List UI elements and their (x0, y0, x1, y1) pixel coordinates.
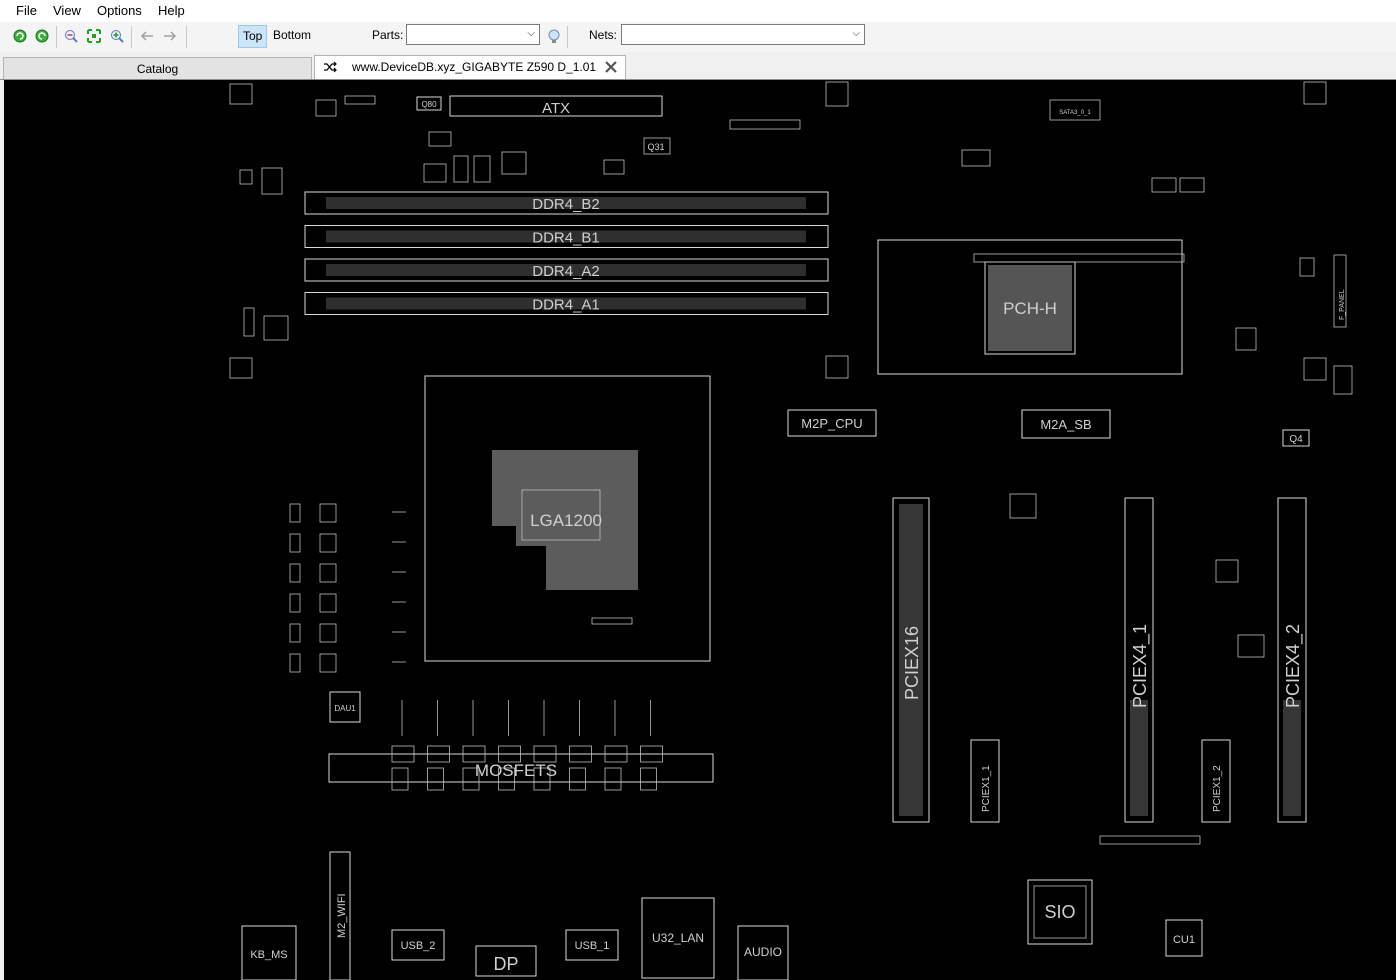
svg-text:F_PANEL: F_PANEL (1339, 289, 1346, 320)
cpu-label: LGA1200 (530, 511, 602, 530)
m2a-sb-slot (1021, 409, 1111, 439)
menu-options[interactable]: Options (97, 3, 142, 18)
tab-strip: Catalog www.DeviceDB.xyz_GIGABYTE Z590 D… (0, 55, 1396, 80)
tab-board-label: www.DeviceDB.xyz_GIGABYTE Z590 D_1.01 (352, 60, 597, 74)
sio-chip (1027, 879, 1093, 945)
pcb-layout: ATX Q80 Q31 SATA3_0_1 DDR4_B2DDR4_B1DDR4… (229, 81, 1353, 980)
pciex4-2-slot (1277, 497, 1307, 823)
svg-text:MOSFETS: MOSFETS (475, 761, 557, 780)
svg-text:PCIEX1_1: PCIEX1_1 (981, 765, 992, 812)
ddr-slot-label: DDR4_A2 (532, 263, 600, 280)
svg-text:M2_WIFI: M2_WIFI (336, 893, 348, 938)
zoom-in-icon[interactable] (108, 27, 126, 45)
svg-text:M2P_CPU: M2P_CPU (801, 416, 862, 431)
pciex1-1-slot (970, 739, 1000, 823)
svg-text:PCIEX4_2: PCIEX4_2 (1283, 624, 1304, 708)
menu-file[interactable]: File (16, 3, 37, 18)
ddr-slot (304, 225, 829, 248)
top-side-button[interactable]: Top (238, 25, 268, 48)
pciex16-slot (892, 497, 930, 823)
mosfet-area (328, 753, 714, 783)
ddr-slot (304, 191, 829, 215)
cpu-socket (424, 375, 711, 662)
tab-catalog-label: Catalog (136, 62, 179, 76)
svg-text:DAU1: DAU1 (334, 704, 356, 713)
ddr-slot-label: DDR4_B1 (532, 230, 600, 247)
shuffle-icon (323, 56, 337, 85)
ddr-slot (304, 292, 829, 315)
tab-board[interactable]: www.DeviceDB.xyz_GIGABYTE Z590 D_1.01 (314, 55, 626, 79)
pch-outline (877, 239, 1183, 375)
bottom-side-button[interactable]: Bottom (273, 28, 312, 42)
svg-text:M2A_SB: M2A_SB (1040, 417, 1091, 432)
pciex4-1-slot (1124, 497, 1154, 823)
ddr-slot (304, 258, 829, 282)
svg-text:SIO: SIO (1044, 902, 1075, 922)
toolbar: Top Bottom Parts: ⌵ Nets: ⌵ (0, 22, 1396, 52)
chevron-down-icon: ⌵ (852, 28, 860, 39)
refresh-green-icon[interactable] (11, 27, 29, 45)
forward-arrow-icon[interactable] (161, 27, 179, 45)
svg-text:PCIEX1_2: PCIEX1_2 (1212, 765, 1223, 812)
ddr-slot-label: DDR4_A1 (532, 297, 600, 314)
parts-combobox[interactable]: ⌵ (406, 24, 540, 45)
svg-text:DP: DP (493, 954, 518, 974)
m2p-cpu-slot (787, 409, 877, 437)
close-icon[interactable] (604, 56, 618, 85)
svg-text:USB_2: USB_2 (401, 940, 436, 952)
menu-help[interactable]: Help (158, 3, 185, 18)
chevron-down-icon: ⌵ (527, 28, 535, 39)
back-arrow-icon[interactable] (138, 27, 156, 45)
svg-text:SATA3_0_1: SATA3_0_1 (1059, 110, 1091, 116)
nets-label: Nets: (589, 28, 618, 42)
svg-text:Q80: Q80 (421, 100, 437, 109)
pch-label: PCH-H (1003, 299, 1057, 318)
tab-catalog[interactable]: Catalog (3, 57, 312, 79)
zoom-out-icon[interactable] (62, 27, 80, 45)
menu-view[interactable]: View (53, 3, 81, 18)
rotate-green-icon[interactable] (33, 27, 51, 45)
parts-label: Parts: (372, 28, 404, 42)
atx-label: ATX (542, 100, 570, 117)
pciex1-2-slot (1201, 739, 1231, 823)
svg-text:Q4: Q4 (1289, 434, 1303, 445)
svg-text:USB_1: USB_1 (575, 940, 610, 952)
ddr-slot-label: DDR4_B2 (532, 196, 600, 213)
fit-icon[interactable] (85, 27, 103, 45)
svg-text:PCIEX4_1: PCIEX4_1 (1130, 624, 1151, 708)
svg-text:Q31: Q31 (647, 142, 664, 152)
menu-bar: File View Options Help (0, 0, 1396, 22)
svg-text:PCIEX16: PCIEX16 (902, 626, 922, 700)
search-bulb-icon[interactable] (545, 27, 563, 45)
svg-text:KB_MS: KB_MS (250, 949, 287, 961)
svg-text:AUDIO: AUDIO (744, 945, 782, 959)
atx-connector (449, 95, 663, 117)
svg-text:CU1: CU1 (1173, 934, 1195, 946)
svg-text:U32_LAN: U32_LAN (652, 931, 704, 945)
nets-combobox[interactable]: ⌵ (621, 24, 865, 45)
